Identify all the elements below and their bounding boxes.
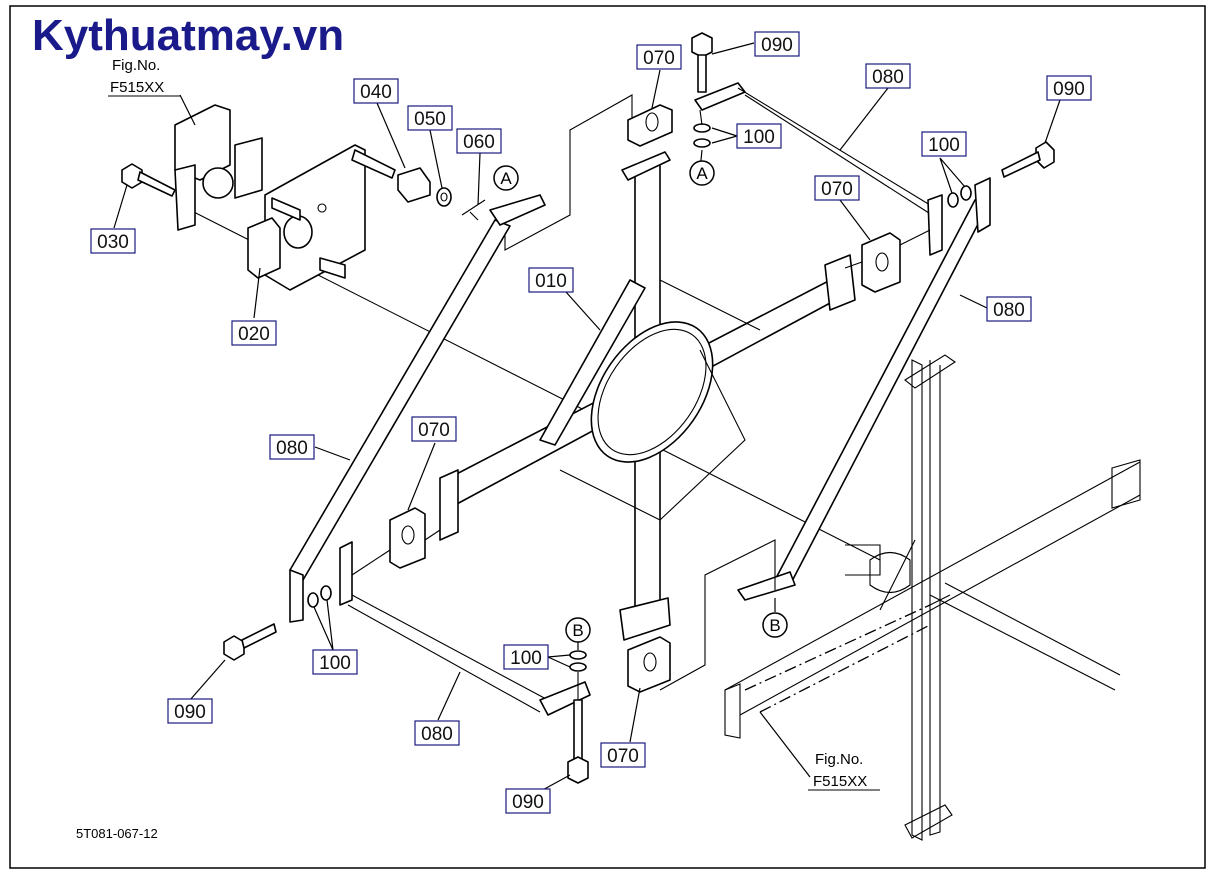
label-100-top[interactable]: 100 — [736, 123, 782, 149]
ref-marker-a-left: A — [493, 165, 519, 191]
guide-clamp-left — [351, 529, 441, 576]
svg-text:100: 100 — [319, 653, 351, 674]
svg-text:070: 070 — [607, 746, 639, 767]
label-020[interactable]: 020 — [231, 320, 277, 346]
label-100-bottom[interactable]: 100 — [503, 644, 549, 670]
label-070-top[interactable]: 070 — [636, 44, 682, 70]
fig-ref-top-left[interactable]: Fig.No. F515XX — [108, 57, 180, 97]
svg-text:070: 070 — [821, 179, 853, 200]
watermark-text: Kythuatmay.vn — [32, 11, 344, 60]
svg-text:F515XX: F515XX — [110, 79, 164, 96]
svg-text:A: A — [500, 169, 512, 188]
label-050[interactable]: 050 — [407, 105, 453, 131]
svg-text:A: A — [696, 164, 708, 183]
svg-text:070: 070 — [643, 48, 675, 69]
label-080-left[interactable]: 080 — [269, 434, 315, 460]
label-080-bottom[interactable]: 080 — [414, 720, 460, 746]
svg-text:090: 090 — [174, 702, 206, 723]
cotter-pin-060 — [461, 199, 486, 221]
svg-text:040: 040 — [360, 82, 392, 103]
svg-text:B: B — [769, 616, 780, 635]
label-090-bottom[interactable]: 090 — [505, 788, 551, 814]
svg-text:080: 080 — [993, 300, 1025, 321]
label-090-left[interactable]: 090 — [167, 698, 213, 724]
drawing-code: 5T081-067-12 — [76, 826, 158, 841]
ref-marker-a-top: A — [689, 160, 715, 186]
label-070-right[interactable]: 070 — [814, 175, 860, 201]
bolt-090-right — [1001, 141, 1055, 178]
svg-text:100: 100 — [928, 135, 960, 156]
mount-bracket-fig — [174, 104, 263, 231]
strap-080-top — [694, 82, 943, 256]
ref-marker-b-right: B — [762, 612, 788, 638]
svg-text:B: B — [572, 621, 583, 640]
leader-lines — [113, 42, 1061, 799]
strap-080-left — [289, 194, 546, 623]
washers-100-right — [947, 185, 972, 208]
svg-text:020: 020 — [238, 324, 270, 345]
main-frame-010 — [439, 151, 856, 641]
svg-text:010: 010 — [535, 271, 567, 292]
label-100-left[interactable]: 100 — [312, 649, 358, 675]
label-060[interactable]: 060 — [456, 128, 502, 154]
label-090-right[interactable]: 090 — [1046, 75, 1092, 101]
svg-text:100: 100 — [743, 127, 775, 148]
svg-text:060: 060 — [463, 132, 495, 153]
bolt-090-bottom — [567, 699, 589, 784]
clamp-070-right — [861, 232, 901, 293]
washers-100-bottom — [569, 650, 587, 672]
bolt-030 — [121, 163, 176, 197]
guide-clamp-right — [844, 229, 931, 269]
diagram-frame — [9, 5, 1206, 869]
bolt-090-top — [691, 32, 713, 93]
svg-text:080: 080 — [872, 67, 904, 88]
label-070-left[interactable]: 070 — [411, 416, 457, 442]
washers-100-top — [693, 123, 711, 148]
bracket-020 — [247, 144, 366, 291]
svg-text:070: 070 — [418, 420, 450, 441]
svg-text:080: 080 — [276, 438, 308, 459]
fig-ref-bottom-right[interactable]: Fig.No. F515XX — [808, 751, 880, 791]
label-070-bottom[interactable]: 070 — [600, 742, 646, 768]
svg-text:090: 090 — [512, 792, 544, 813]
svg-text:Fig.No.: Fig.No. — [815, 751, 863, 768]
clamp-070-top — [627, 104, 673, 147]
guide-line-a — [504, 94, 633, 251]
svg-text:Fig.No.: Fig.No. — [112, 57, 160, 74]
svg-text:080: 080 — [421, 724, 453, 745]
label-080-right[interactable]: 080 — [986, 296, 1032, 322]
label-090-top[interactable]: 090 — [754, 31, 800, 57]
svg-text:F515XX: F515XX — [813, 773, 867, 790]
pin-040 — [351, 149, 431, 203]
svg-text:030: 030 — [97, 232, 129, 253]
label-080-top[interactable]: 080 — [865, 63, 911, 89]
bolt-090-left — [223, 623, 277, 661]
label-040[interactable]: 040 — [353, 78, 399, 104]
machine-frame-outline — [724, 354, 1141, 841]
washers-100-left — [307, 585, 332, 608]
label-100-right[interactable]: 100 — [921, 131, 967, 157]
strap-080-right — [737, 177, 991, 601]
svg-text:090: 090 — [761, 35, 793, 56]
label-010[interactable]: 010 — [528, 267, 574, 293]
guide-top-bolt — [699, 109, 703, 126]
washer-050 — [436, 187, 452, 207]
strap-080-bottom — [339, 541, 591, 716]
svg-text:100: 100 — [510, 648, 542, 669]
guide-line-b — [659, 539, 776, 691]
ref-marker-b-bottom: B — [565, 617, 591, 643]
label-030[interactable]: 030 — [90, 228, 136, 254]
svg-text:090: 090 — [1053, 79, 1085, 100]
svg-text:050: 050 — [414, 109, 446, 130]
clamp-070-bottom — [627, 636, 671, 693]
clamp-070-left — [389, 507, 426, 569]
